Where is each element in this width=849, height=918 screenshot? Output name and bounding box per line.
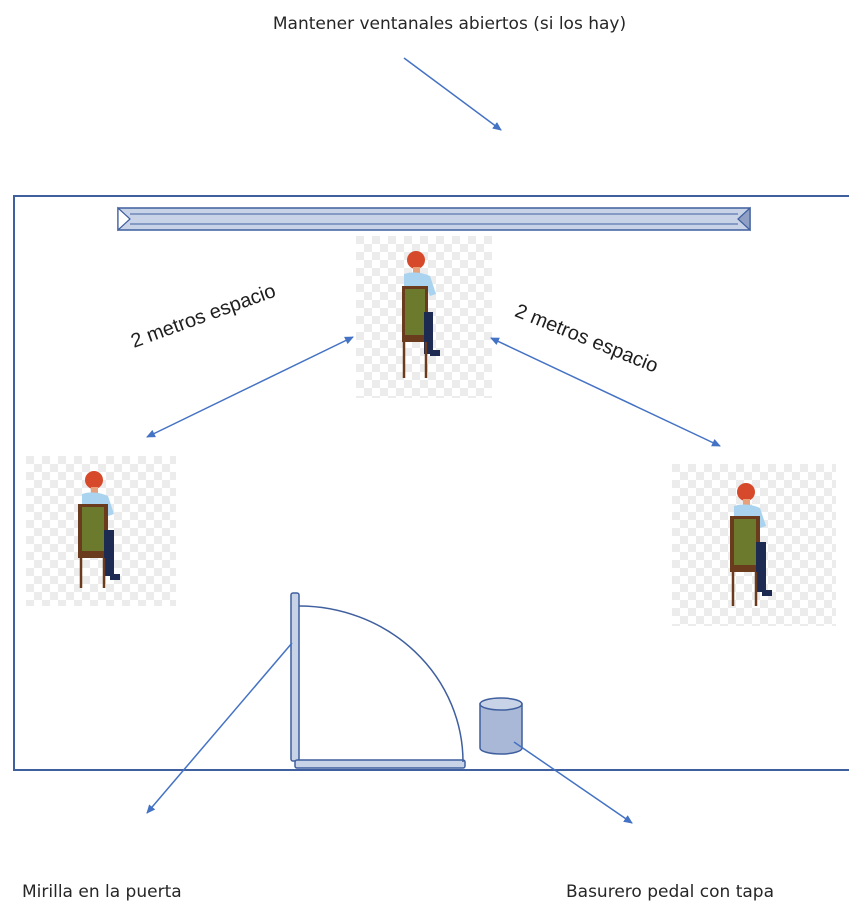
seated-person-icon [26,456,176,606]
peephole-label: Mirilla en la puerta [22,882,182,902]
seated-person-icon [672,464,836,626]
seated-person-icon [356,236,492,398]
windows-arrow [403,57,502,131]
window-bar [117,206,751,232]
trash-bin-icon [479,697,523,755]
distance-arrow-left [146,336,354,438]
windows-label: Mantener ventanales abiertos (si los hay… [272,14,627,34]
room-walls [13,195,849,771]
distance-arrow-right [490,337,721,447]
door [290,592,466,769]
door-swing-arc [298,605,464,763]
bin-arrow [513,741,633,824]
bin-label: Basurero pedal con tapa [566,882,775,902]
peephole-arrow [146,642,293,814]
